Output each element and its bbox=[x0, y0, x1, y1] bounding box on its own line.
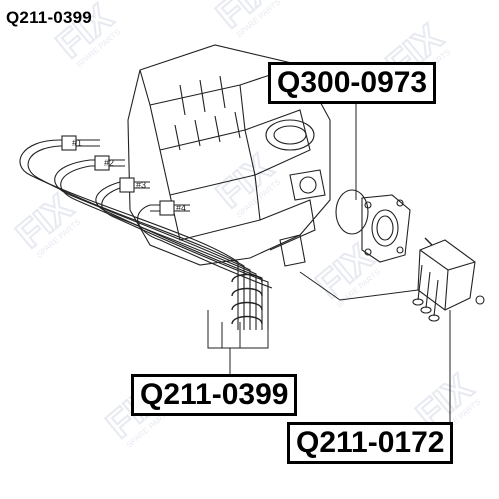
wire-mark-3: #3 bbox=[136, 180, 147, 190]
wire-mark-2: #2 bbox=[104, 158, 115, 168]
ignition-coil bbox=[299, 237, 485, 425]
throttle-body bbox=[335, 96, 411, 263]
engine-block bbox=[127, 44, 331, 267]
callout-ignition-coil: Q211-0172 bbox=[287, 422, 454, 464]
callout-ignition-wires: Q211-0399 bbox=[131, 374, 298, 416]
wire-mark-1: #1 bbox=[72, 138, 83, 148]
page-title: Q211-0399 bbox=[6, 8, 92, 27]
wire-mark-4: #4 bbox=[176, 203, 187, 213]
ignition-wires bbox=[19, 135, 273, 349]
callout-throttle-gasket: Q300-0973 bbox=[268, 62, 437, 104]
